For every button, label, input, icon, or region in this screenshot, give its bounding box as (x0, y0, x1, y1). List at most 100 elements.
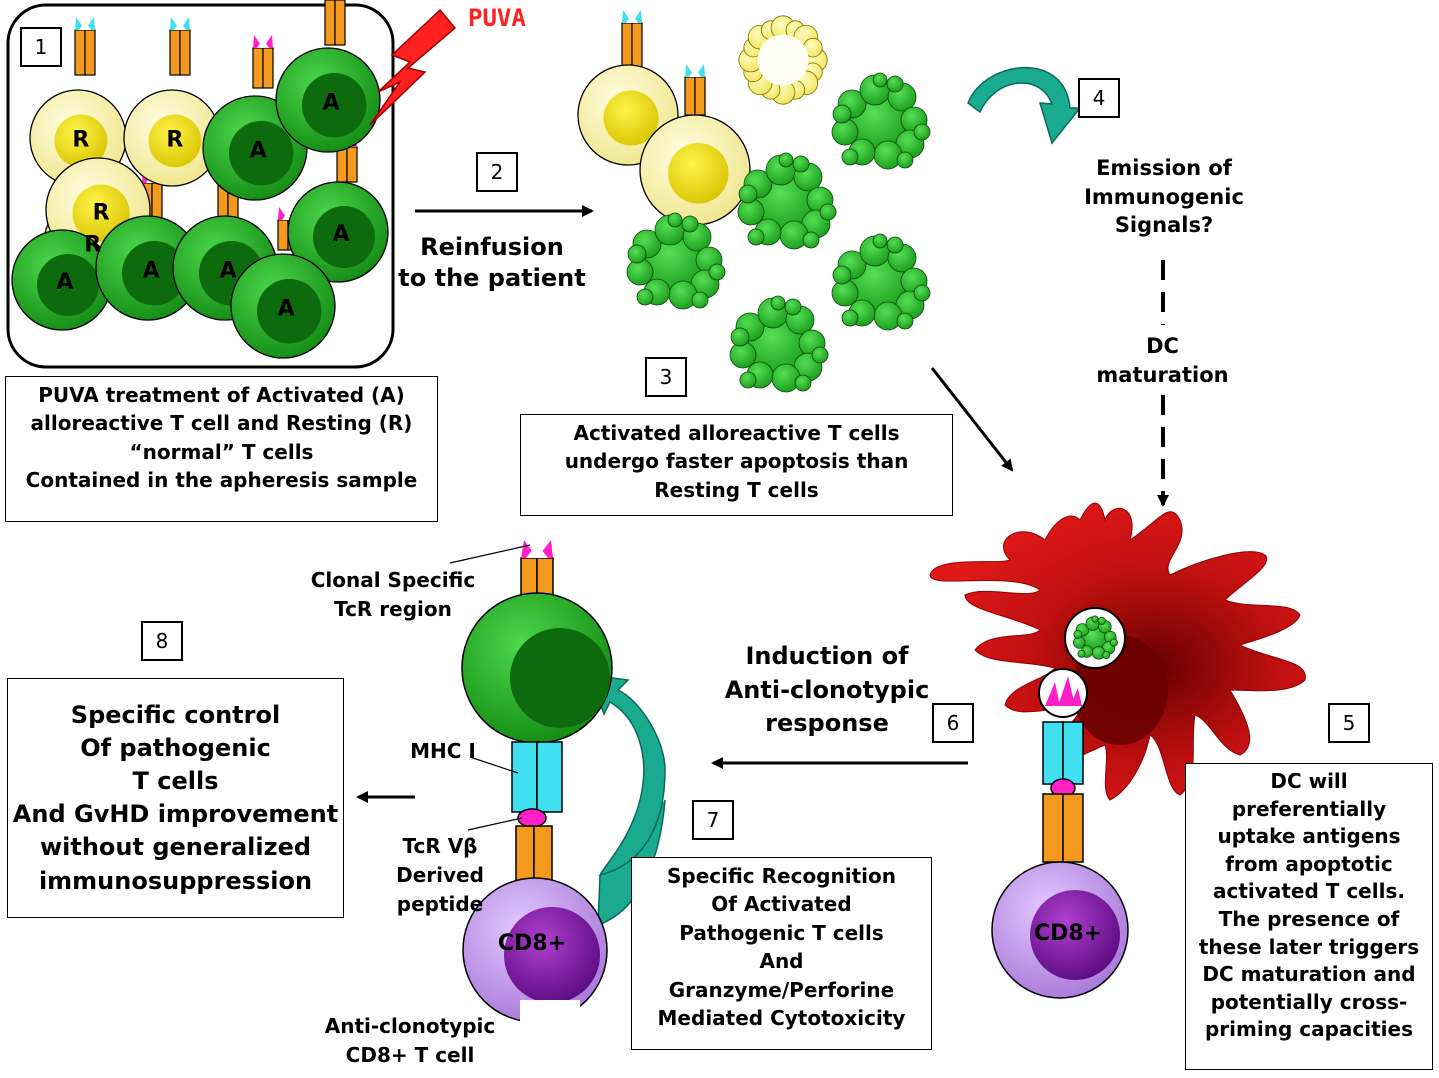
caption-5-line: DC will (1270, 769, 1348, 793)
caption-5-line: preferentially (1231, 796, 1387, 821)
caption-box-1: PUVA treatment of Activated (A) alloreac… (5, 376, 438, 522)
caption-8-line: T cells (132, 767, 219, 796)
panel1-frame (6, 3, 395, 369)
cd8-label-right: CD8+ (1034, 921, 1102, 946)
cell-letter: A (323, 90, 340, 115)
caption-5-line: potentially cross- (1210, 989, 1408, 1014)
tcr-line: peptide (396, 892, 484, 916)
caption-box-8: Specific control Of pathogenic T cells A… (7, 678, 344, 918)
tcr-line: TcR Vβ (402, 834, 478, 858)
dc-maturation-line: DC (1146, 334, 1179, 358)
caption-1-line: PUVA treatment of Activated (A) (38, 383, 405, 407)
cd8-label-bottom: CD8+ (498, 931, 566, 956)
caption-7-line: Of Activated (711, 892, 852, 917)
cell-letter: R (84, 232, 101, 257)
caption-8-line: without generalized (39, 833, 312, 862)
step-1-badge: 1 (20, 27, 62, 67)
caption-8-line: Specific control (70, 701, 281, 729)
immunogenic-line: Emission of (1096, 156, 1232, 180)
caption-8-line: immunosuppression (38, 866, 313, 895)
dc-maturation-line: maturation (1096, 362, 1229, 387)
cell-letter: A (220, 258, 237, 283)
cell-letter: A (250, 138, 267, 163)
caption-8-line: Of pathogenic (80, 734, 271, 763)
cell-letter: R (72, 128, 89, 153)
caption-1-line: “normal” T cells (129, 439, 314, 464)
activated-cell-bottom-icon (461, 592, 613, 744)
caption-5-line: these later triggers (1198, 934, 1420, 959)
reinfusion-line: Reinfusion (420, 233, 564, 261)
cd8-cell-right-icon (991, 861, 1129, 999)
uptake-arrow (930, 367, 1014, 472)
apoptosis-cells (577, 15, 931, 393)
induction-label: Induction of Anti-clonotypic response (712, 640, 942, 741)
cd8-cell-bottom-icon (462, 877, 608, 1040)
caption-box-5: DC will preferentially uptake antigens f… (1185, 763, 1433, 1070)
cell-letter: R (93, 200, 110, 225)
caption-3-line: Activated alloreactive T cells (573, 421, 900, 445)
puva-label: PUVA (468, 4, 526, 32)
step-2-badge: 2 (476, 152, 518, 192)
caption-7-line: And (759, 949, 804, 974)
clonal-line: TcR region (334, 597, 452, 621)
induction-line: Induction of (745, 642, 909, 670)
anticlonotypic-line: Anti-clonotypic (324, 1014, 496, 1038)
clonal-line: Clonal Specific (310, 568, 476, 592)
caption-7-line: Granzyme/Perforine (668, 977, 895, 1002)
caption-3-line: undergo faster apoptosis than (564, 449, 909, 474)
immunogenic-line: Immunogenic (1084, 184, 1244, 209)
dc-mhc-complex (1042, 721, 1084, 863)
tcr-label: TcR Vβ Derived peptide (385, 832, 495, 919)
reinfusion-label: Reinfusion to the patient (392, 232, 592, 294)
immunogenic-label: Emission of Immunogenic Signals? (1060, 154, 1268, 240)
tcr-line: Derived (396, 863, 484, 887)
anticlonotypic-label: Anti-clonotypic CD8+ T cell (310, 1012, 510, 1070)
peptide-fragments-icon (1045, 676, 1082, 706)
caption-5-line: activated T cells. (1213, 879, 1405, 904)
clonal-label: Clonal Specific TcR region (298, 566, 488, 624)
caption-1-line: Contained in the apheresis sample (25, 468, 418, 493)
cell-letter: A (278, 296, 295, 321)
mhc-label: MHC I (410, 739, 476, 763)
reinfusion-line: to the patient (398, 264, 586, 293)
caption-8-line: And GvHD improvement (12, 800, 339, 829)
step-5-badge: 5 (1328, 703, 1370, 743)
immunogenic-signal-arrow-icon (967, 66, 1082, 145)
step-6-badge: 6 (932, 703, 974, 743)
caption-7-line: Specific Recognition (666, 864, 896, 888)
step-7-badge: 7 (692, 800, 734, 840)
caption-5-line: priming capacities (1204, 1017, 1413, 1042)
tcr-pointer (467, 817, 523, 831)
induction-line: response (765, 709, 889, 738)
lightning-bolt-icon (369, 8, 457, 126)
caption-1-line: alloreactive T cell and Resting (R) (30, 411, 413, 436)
mhc-pointer (469, 756, 519, 774)
caption-5-line: uptake antigens (1217, 824, 1401, 849)
anticlonotypic-line: CD8+ T cell (345, 1043, 475, 1067)
caption-5-line: from apoptotic (1225, 851, 1393, 876)
panel1-cells (11, 47, 389, 359)
caption-5-line: The presence of (1218, 906, 1400, 931)
cell-letter: A (56, 270, 73, 295)
dc-maturation-label: DC maturation (1080, 332, 1245, 390)
caption-3-line: Resting T cells (654, 477, 819, 502)
immunogenic-line: Signals? (1114, 213, 1214, 238)
caption-7-line: Mediated Cytotoxicity (657, 1005, 906, 1030)
step-3-badge: 3 (645, 357, 687, 397)
cell-letter: A (143, 258, 160, 283)
mhc-complex-bottom (511, 741, 563, 895)
caption-box-7: Specific Recognition Of Activated Pathog… (631, 857, 932, 1050)
caption-box-3: Activated alloreactive T cells undergo f… (520, 414, 953, 516)
induction-line: Anti-clonotypic (724, 675, 930, 704)
step-8-badge: 8 (141, 621, 183, 661)
clonal-pointer (449, 544, 531, 564)
cell-letter: A (332, 222, 349, 247)
caption-5-line: DC maturation and (1202, 962, 1416, 987)
caption-7-line: Pathogenic T cells (679, 920, 884, 945)
apoptotic-body-icon (1073, 615, 1118, 660)
step-4-badge: 4 (1078, 78, 1120, 118)
cell-letter: R (166, 128, 183, 153)
